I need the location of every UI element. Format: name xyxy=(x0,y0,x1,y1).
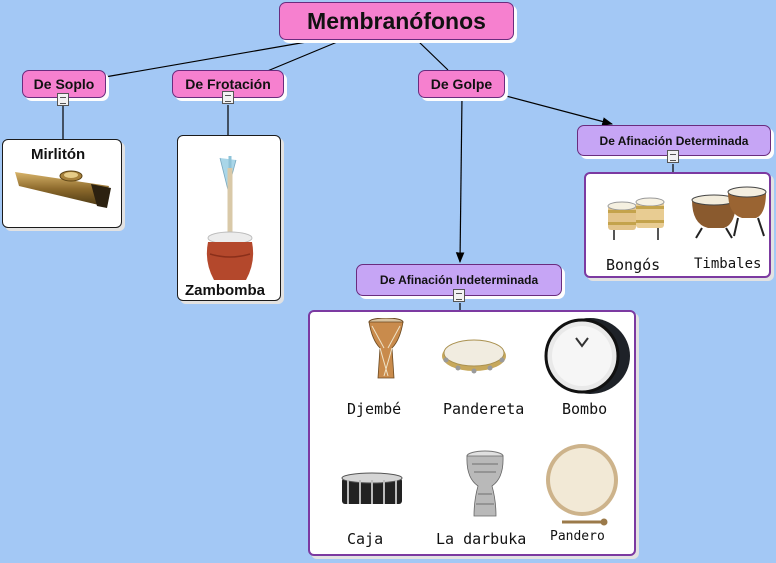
timbales-image xyxy=(691,186,767,239)
caja-image xyxy=(341,472,403,504)
caption-zambomba: Zambomba xyxy=(185,282,266,299)
category-golpe[interactable]: De Golpe xyxy=(418,70,505,98)
caption-timbales: Timbales xyxy=(694,256,762,272)
root-node[interactable]: Membranófonos xyxy=(279,2,514,40)
panel-afinacion-determinada[interactable]: Bongós Timbales xyxy=(584,172,771,278)
bongos-image xyxy=(607,197,665,240)
caption-pandero: Pandero xyxy=(550,529,605,544)
link-golpe-determinada xyxy=(505,95,614,126)
document-icon[interactable] xyxy=(453,289,465,302)
document-icon[interactable] xyxy=(57,93,69,106)
darbuka-image xyxy=(466,450,504,517)
category-frotacion-label: De Frotación xyxy=(185,76,271,92)
link-root-frotacion xyxy=(264,39,343,73)
caption-djembe: Djembé xyxy=(347,400,402,418)
pandereta-image xyxy=(442,339,506,374)
link-root-golpe xyxy=(417,40,449,71)
djembe-image xyxy=(368,318,404,379)
caption-pandereta: Pandereta xyxy=(443,400,525,418)
caption-caja: Caja xyxy=(347,530,384,548)
document-icon[interactable] xyxy=(222,91,234,104)
caption-bombo: Bombo xyxy=(562,400,608,418)
subcategory-indeterminada-label: De Afinación Indeterminada xyxy=(379,273,539,287)
document-icon[interactable] xyxy=(667,150,679,163)
link-golpe-indeterminada xyxy=(455,96,465,264)
kazoo-image xyxy=(15,170,111,208)
category-soplo-label: De Soplo xyxy=(33,76,95,92)
panel-afinacion-indeterminada[interactable]: Djembé Pandereta Bombo Caja La darbuka xyxy=(308,310,636,556)
panel-mirliton[interactable]: Mirlitón xyxy=(2,139,122,228)
panel-zambomba[interactable]: Zambomba xyxy=(177,135,281,301)
caption-bongos: Bongós xyxy=(606,256,661,274)
category-golpe-label: De Golpe xyxy=(430,76,493,92)
caption-mirliton: Mirlitón xyxy=(31,146,86,163)
zambomba-image xyxy=(206,156,254,280)
caption-darbuka: La darbuka xyxy=(436,530,527,548)
subcategory-determinada-label: De Afinación Determinada xyxy=(599,133,749,148)
link-root-soplo xyxy=(104,39,319,78)
bombo-image xyxy=(544,318,630,394)
root-title: Membranófonos xyxy=(307,7,486,34)
pandero-image xyxy=(546,444,618,526)
